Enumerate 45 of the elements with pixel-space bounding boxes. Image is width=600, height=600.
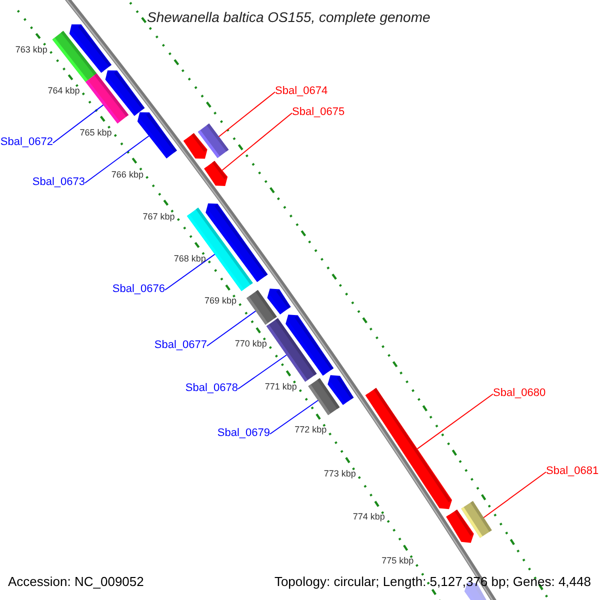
gene-bar [204,160,228,186]
leader-line [218,92,276,138]
leader-line [270,400,319,434]
gene-label: Sbal_0674 [275,86,328,97]
tick-label: 767 kbp [142,212,175,222]
gene-label: Sbal_0681 [546,466,599,477]
gene-block [308,378,340,416]
gene-bar [137,112,177,158]
gene-bar [365,388,452,510]
tick-label: 773 kbp [324,469,356,478]
tick-label: 769 kbp [204,296,237,306]
tick-label: 766 kbp [111,170,144,180]
title: Shewanella baltica OS155, complete genome [147,10,430,24]
gene-label: Sbal_0679 [217,428,270,439]
tick-label: 768 kbp [174,254,206,264]
gene-label: Sbal_0673 [32,177,85,188]
gene-label: Sbal_0677 [154,340,207,351]
gene-label: Sbal_0675 [292,107,345,118]
footer-text: Topology: circular; Length: 5,127,376 bp; Genes: 4,448 [274,575,591,588]
leader-line [416,394,494,450]
gene-block [52,30,97,82]
gene-bar [183,133,208,159]
leader-line [84,135,150,184]
gene-block [266,318,317,382]
tick-label: 764 kbp [48,86,80,96]
leader-line [483,472,546,518]
footer-text: Accession: NC_009052 [8,575,144,588]
tick-label: 763 kbp [15,46,48,55]
tick-label: 774 kbp [352,512,385,522]
gene-bar [446,510,474,543]
gene-block [186,208,253,292]
gene-label: Sbal_0680 [493,388,546,399]
tick-label: 772 kbp [294,426,327,435]
tick-label: 770 kbp [234,340,267,349]
gene-block [86,73,129,124]
tick-label: 765 kbp [80,128,112,138]
gene-label: Sbal_0672 [0,137,53,148]
leader-line [164,254,216,290]
leader-line [238,354,288,390]
tick-label: 775 kbp [382,556,414,566]
gene-block [246,290,277,325]
leader-line [222,112,292,171]
gene-label: Sbal_0676 [112,284,165,295]
tick-label: 771 kbp [264,382,297,392]
gene-label: Sbal_0678 [185,383,238,394]
